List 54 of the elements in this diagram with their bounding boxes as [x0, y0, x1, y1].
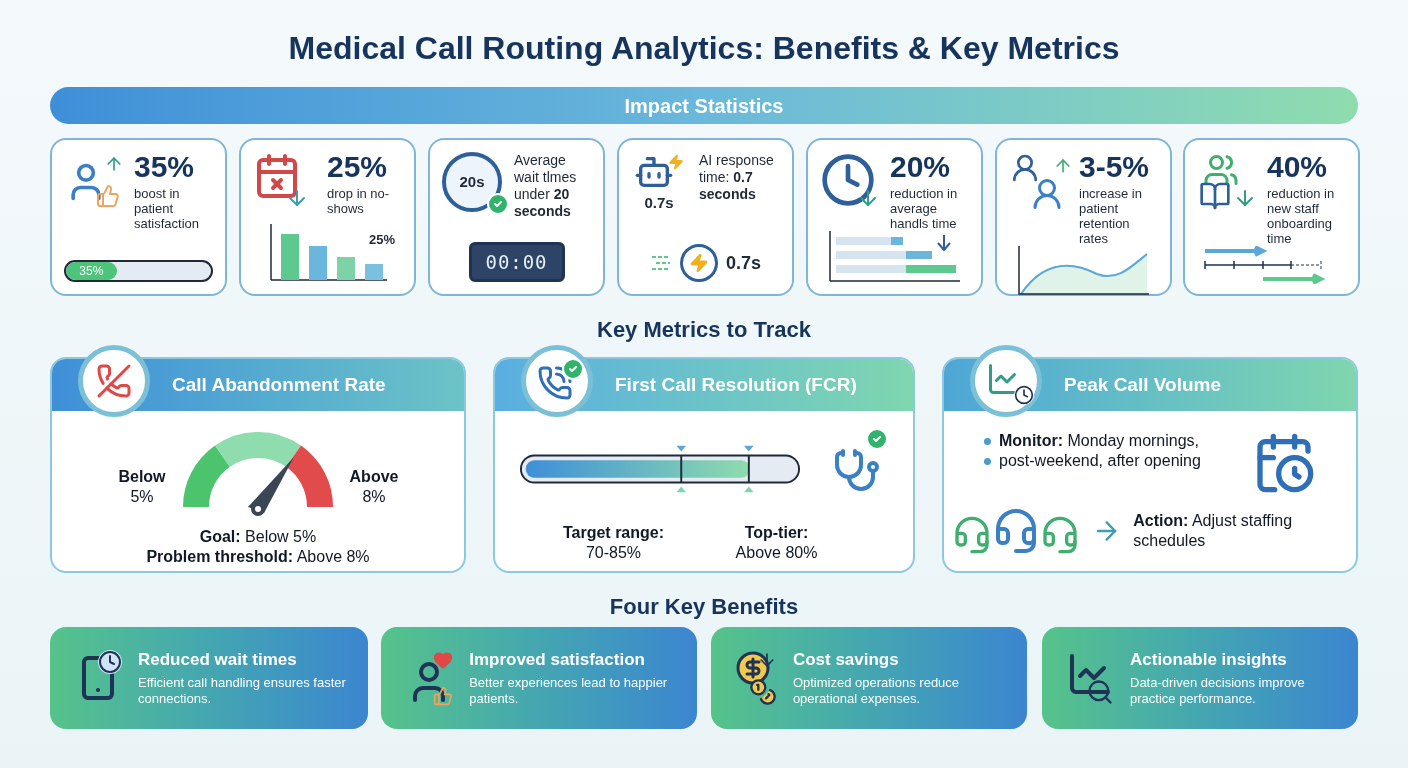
stat-value: 40%: [1267, 152, 1329, 182]
stat-value: 3-5%: [1079, 152, 1151, 182]
section-heading: Key Metrics to Track: [596, 316, 812, 344]
section-banner: [50, 87, 1358, 124]
stat-card: [806, 138, 983, 296]
top-tier-text: Top-tier: Above 80%: [734, 523, 819, 563]
stat-description: Average wait tlmes under 20 seconds: [514, 152, 578, 220]
benefit-title: Actionable insights: [1130, 649, 1288, 671]
response-time-value: 0.7s: [725, 251, 761, 275]
benefit-description: Optimized operations reduce operational expenses.: [792, 674, 961, 707]
card-title: Peak Call Volume: [1064, 372, 1221, 397]
benefit-card: [50, 627, 368, 729]
stat-card: [617, 138, 794, 296]
page-title: Medical Call Routing Analytics: Benefits & Key Metrics: [287, 29, 1121, 68]
clock-digits: 00:00: [485, 249, 548, 275]
benefit-card: [381, 627, 697, 729]
threshold-text: Problem threshold: Above 8%: [146, 547, 370, 567]
goal-text: Goal: Below 5%: [199, 527, 317, 547]
stat-card: [995, 138, 1172, 296]
stat-description: drop in no-shows: [327, 186, 391, 216]
bullet-text: Monitor: Monday mornings,: [999, 431, 1200, 451]
benefit-card: [711, 627, 1027, 729]
section-heading: Four Key Benefits: [608, 593, 800, 621]
benefit-title: Improved satisfaction: [469, 649, 646, 671]
benefit-description: Better experiences lead to happier patients.: [469, 674, 669, 707]
benefit-title: Reduced wait times: [138, 649, 298, 671]
stat-description: increase in patient retention rates: [1079, 186, 1143, 246]
action-text: Action: Adjust staffing schedules: [1133, 511, 1294, 551]
gauge-max-label: Above 8%: [348, 467, 400, 507]
card-title: First Call Resolution (FCR): [615, 372, 857, 397]
stat-description: AI response time: 0.7 seconds: [699, 152, 775, 203]
stat-description: boost in patient satisfaction: [134, 186, 201, 231]
benefit-description: Efficient call handling ensures faster connections.: [138, 674, 347, 707]
stat-card: [1183, 138, 1360, 296]
stat-value: 25%: [327, 152, 389, 182]
target-range-text: Target range: 70-85%: [561, 523, 666, 563]
stat-description: reduction in average handls time: [890, 186, 959, 231]
chart-value-label: 25%: [368, 231, 395, 249]
stat-description: reduction in new staff onboarding time: [1267, 186, 1336, 246]
stat-value: 20%: [890, 152, 952, 182]
stopwatch-label: 20s: [458, 172, 486, 192]
banner-title: Impact Statistics: [624, 93, 784, 119]
benefit-description: Data-driven decisions improve practice performance.: [1130, 674, 1306, 707]
benefit-card: [1042, 627, 1358, 729]
stat-value: 35%: [134, 152, 196, 182]
gauge-min-label: Below 5%: [117, 467, 167, 507]
benefit-title: Cost savings: [792, 649, 900, 671]
progress-label: 35%: [79, 263, 104, 280]
bullet-text: post-weekend, after opening: [999, 451, 1201, 471]
robot-caption: 0.7s: [644, 193, 674, 213]
card-title: Call Abandonment Rate: [172, 372, 386, 397]
stat-card: [428, 138, 605, 296]
stat-card: [239, 138, 416, 296]
stat-card: [50, 138, 227, 296]
